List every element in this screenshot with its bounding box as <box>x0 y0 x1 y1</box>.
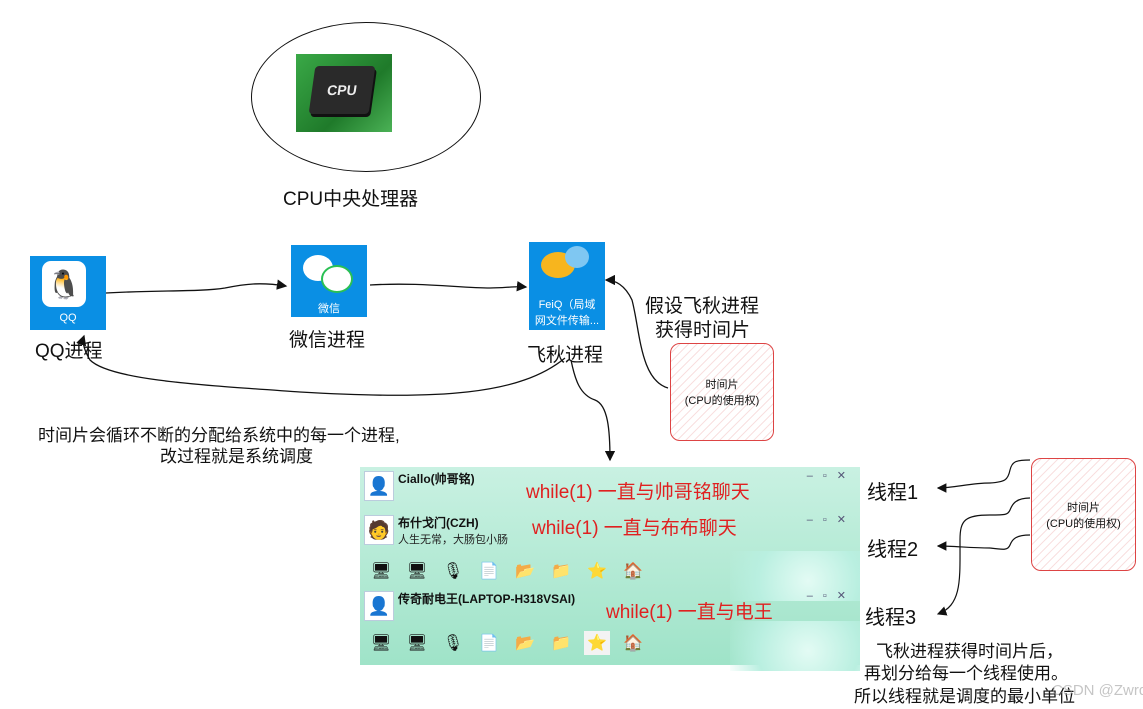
feiq-icon-caption-1: FeiQ（局域 <box>538 299 596 311</box>
window-controls-icon[interactable]: –▫✕ <box>806 514 856 526</box>
home-icon[interactable]: 🏠 <box>623 635 643 652</box>
arrow-to-thread1 <box>936 482 991 493</box>
conclusion-line3: 所以线程就是调度的最小单位 <box>854 687 1075 706</box>
cycle-note-line2: 改过程就是系统调度 <box>160 447 313 466</box>
timeslice-box-2-line2: (CPU的使用权) <box>1046 517 1121 530</box>
timeslice-box-1: 时间片 (CPU的使用权) <box>670 343 774 441</box>
star-icon[interactable]: ⭐ <box>584 631 610 655</box>
feiq-chat-windows: 👤 Ciallo(帅哥铭) while(1) 一直与帅哥铭聊天 –▫✕ 🧑 布什… <box>360 467 860 671</box>
brace-top <box>989 459 1031 484</box>
assumption-line1: 假设飞秋进程 <box>645 296 760 317</box>
timeslice-box-2-line1: 时间片 <box>1067 501 1100 514</box>
qq-app-icon[interactable]: 🐧 QQ <box>30 256 106 330</box>
feiq-icon-caption-2: 网文件传输... <box>534 315 600 327</box>
chat-window-1-note: while(1) 一直与帅哥铭聊天 <box>526 482 750 503</box>
thread-1-label: 线程1 <box>867 482 919 504</box>
screen-share-icon[interactable]: 🖥 <box>406 635 428 652</box>
qq-icon-caption: QQ <box>59 312 77 324</box>
chat-window-2-note: while(1) 一直与布布聊天 <box>532 518 737 539</box>
brace-mid <box>989 497 1031 516</box>
qq-process-label: QQ进程 <box>35 341 103 362</box>
window-controls-icon[interactable]: –▫✕ <box>806 470 856 482</box>
chat-window-3[interactable]: 👤 传奇耐电王(LAPTOP-H318VSAI) while(1) 一直与电王 … <box>360 587 860 623</box>
arrow-wechat-to-feiq <box>369 280 528 292</box>
chat-window-1-name: Ciallo(帅哥铭) <box>398 472 475 486</box>
avatar-icon: 👤 <box>364 591 394 621</box>
thread-3-label: 线程3 <box>865 607 917 629</box>
feiq-bubble-icon <box>565 246 589 268</box>
arrow-to-thread3 <box>936 514 991 616</box>
timeslice-box-2: 时间片 (CPU的使用权) <box>1031 458 1136 571</box>
send-folder-icon[interactable]: 📂 <box>515 563 535 580</box>
chat-window-2[interactable]: 🧑 布什戈门(CZH) 人生无常，大肠包小肠 while(1) 一直与布布聊天 … <box>360 511 860 547</box>
cpu-ellipse <box>251 22 481 172</box>
cycle-note-line1: 时间片会循环不断的分配给系统中的每一个进程, <box>38 426 400 445</box>
decorative-bubbles <box>730 551 860 601</box>
wechat-icon-caption: 微信 <box>318 303 340 315</box>
cpu-label: CPU中央处理器 <box>283 189 419 210</box>
microphone-icon[interactable]: 🎙 <box>442 563 464 580</box>
chat-toolbar-2: 🖥 🖥 🎙 📄 📂 📁 ⭐ 🏠 <box>360 621 860 671</box>
thread-2-label: 线程2 <box>867 539 919 561</box>
brace-bot <box>989 534 1031 550</box>
send-folder-icon[interactable]: 📂 <box>515 635 535 652</box>
feiq-process-label: 飞秋进程 <box>527 345 604 366</box>
remote-desktop-icon[interactable]: 🖥 <box>370 635 392 652</box>
chat-window-3-name: 传奇耐电王(LAPTOP-H318VSAI) <box>398 592 576 606</box>
avatar-icon: 🧑 <box>364 515 394 545</box>
cpu-chip-image: CPU <box>296 54 392 132</box>
conclusion-line1: 飞秋进程获得时间片后， <box>876 642 1063 661</box>
chat-toolbar-1: 🖥 🖥 🎙 📄 📂 📁 ⭐ 🏠 <box>360 551 860 601</box>
qq-penguin-icon: 🐧 <box>42 261 86 307</box>
cpu-chip-text: CPU <box>326 82 358 98</box>
timeslice-box-1-line2: (CPU的使用权) <box>684 395 760 407</box>
cpu-chip-icon: CPU <box>308 66 376 114</box>
microphone-icon[interactable]: 🎙 <box>442 635 464 652</box>
star-icon[interactable]: ⭐ <box>587 563 607 580</box>
arrow-to-thread2 <box>936 541 991 551</box>
screen-share-icon[interactable]: 🖥 <box>406 563 428 580</box>
chat-window-2-name: 布什戈门(CZH) <box>398 516 479 530</box>
decorative-bubbles <box>730 621 860 671</box>
conclusion-line2: 再划分给每一个线程使用。 <box>864 664 1068 683</box>
shared-folder-icon[interactable]: 📁 <box>551 563 571 580</box>
chat-window-1[interactable]: 👤 Ciallo(帅哥铭) while(1) 一直与帅哥铭聊天 –▫✕ <box>360 467 860 503</box>
arrow-feiq-to-chats <box>570 359 616 462</box>
wechat-app-icon[interactable]: 微信 <box>291 245 367 317</box>
home-icon[interactable]: 🏠 <box>623 563 643 580</box>
avatar-icon: 👤 <box>364 471 394 501</box>
remote-desktop-icon[interactable]: 🖥 <box>370 563 392 580</box>
window-controls-icon[interactable]: –▫✕ <box>806 590 856 602</box>
wechat-bubble-icon <box>321 265 353 293</box>
wechat-process-label: 微信进程 <box>289 330 366 351</box>
arrow-qq-to-wechat <box>105 279 288 294</box>
send-file-icon[interactable]: 📄 <box>479 635 499 652</box>
watermark: CSDN @Zwrdb <box>1052 682 1143 699</box>
feiq-app-icon[interactable]: FeiQ（局域 网文件传输... <box>529 242 605 330</box>
chat-window-3-note: while(1) 一直与电王 <box>606 602 773 623</box>
assumption-line2: 获得时间片 <box>655 320 751 341</box>
timeslice-box-1-line1: 时间片 <box>705 379 739 391</box>
chat-window-2-subtitle: 人生无常，大肠包小肠 <box>398 534 508 546</box>
send-file-icon[interactable]: 📄 <box>479 563 499 580</box>
shared-folder-icon[interactable]: 📁 <box>551 635 571 652</box>
